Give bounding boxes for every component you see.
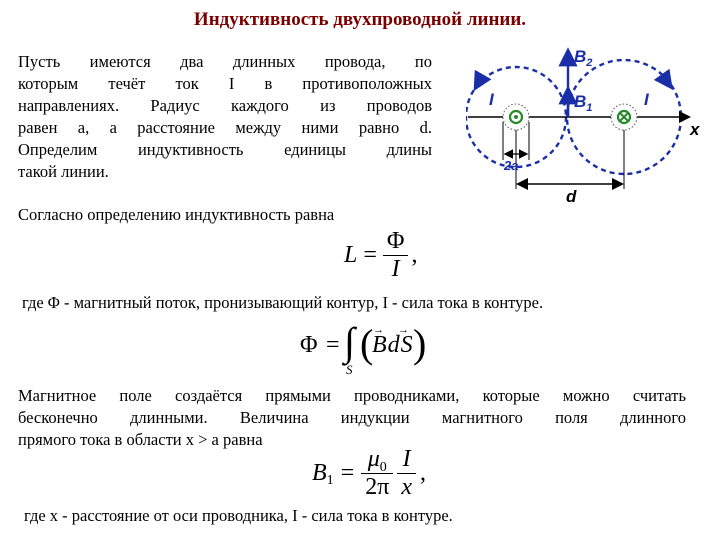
formula-B-fraction-1: μ0 2π	[361, 446, 394, 501]
intro-line: которым течёт ток I в противоположных	[18, 74, 432, 93]
formula-B-denominator-1: 2π	[365, 474, 390, 500]
x-axis-label: x	[689, 120, 701, 139]
x-definition-text: где x - расстояние от оси проводника, I …	[24, 506, 453, 525]
diameter-label: 2a	[503, 158, 518, 173]
intro-paragraph: Пусть имеются два длинных провода, по ко…	[18, 51, 432, 183]
formula-L-eq: =	[363, 242, 377, 268]
formula-B-eq: =	[340, 460, 355, 486]
formula-L-lhs: L	[344, 242, 358, 268]
left-field-arrow	[473, 69, 492, 92]
formula-B-tail: ,	[420, 460, 426, 486]
integral-sign-icon: ∫	[344, 319, 355, 364]
formula-L-numerator: Φ	[386, 228, 405, 254]
intro-line: такой линии.	[18, 162, 109, 181]
formula-B-numerator-1: μ0	[367, 446, 387, 475]
inductance-formula: L = Φ I ,	[344, 228, 417, 283]
left-current-label: I	[489, 90, 495, 109]
intro-line: Определим индуктивность единицы длины	[18, 140, 432, 159]
formula-B-lhs: B	[312, 460, 327, 486]
right-field-arrow	[653, 68, 673, 90]
formula-B-lhs-sub: 1	[326, 472, 334, 488]
formula-B-denominator-2: x	[401, 474, 412, 500]
b1-label: B1	[574, 92, 592, 114]
formula-L-denominator: I	[391, 256, 400, 282]
formula-L-fraction: Φ I	[382, 228, 409, 283]
intro-line: направлениях. Радиус каждого из проводов	[18, 96, 432, 115]
field-line: прямого тока в области x > a равна	[18, 430, 263, 449]
flux-eq: =	[326, 332, 340, 358]
formula-B-fraction-2: I x	[397, 446, 416, 501]
flux-lhs: Φ	[300, 332, 318, 358]
formula-L-tail: ,	[411, 242, 418, 268]
right-wire-icon	[610, 103, 638, 131]
field-line: Магнитное поле создаётся прямыми проводн…	[18, 386, 686, 405]
b2-label: B2	[574, 47, 592, 69]
flux-integral-subscript: S	[346, 362, 353, 377]
two-wire-diagram: B2 B1 I I x 2a d	[466, 47, 701, 206]
flux-integrand: BdS	[372, 332, 414, 358]
flux-close-paren: )	[413, 321, 427, 366]
definition-text: Согласно определению индуктивность равна	[18, 205, 335, 224]
right-current-label: I	[644, 90, 650, 109]
vector-arrow-s-icon: →	[398, 324, 409, 336]
intro-line: равен a, а расстояние между ними равно d…	[18, 118, 432, 137]
formula-B-numerator-2: I	[402, 446, 411, 472]
vector-arrow-b-icon: →	[373, 324, 384, 336]
field-line: бесконечно длинными. Величина индукции м…	[18, 408, 686, 427]
intro-line: Пусть имеются два длинных провода, по	[18, 52, 432, 71]
field-paragraph: Магнитное поле создаётся прямыми проводн…	[18, 385, 686, 451]
flux-open-paren: (	[360, 321, 374, 366]
distance-label: d	[566, 187, 577, 206]
page-title: Индуктивность двухпроводной линии.	[193, 9, 527, 30]
flux-text: где Φ - магнитный поток, пронизывающий к…	[22, 293, 544, 312]
flux-formula: Φ = ∫ S ( → → BdS )	[300, 319, 440, 380]
left-wire-icon	[502, 103, 530, 131]
